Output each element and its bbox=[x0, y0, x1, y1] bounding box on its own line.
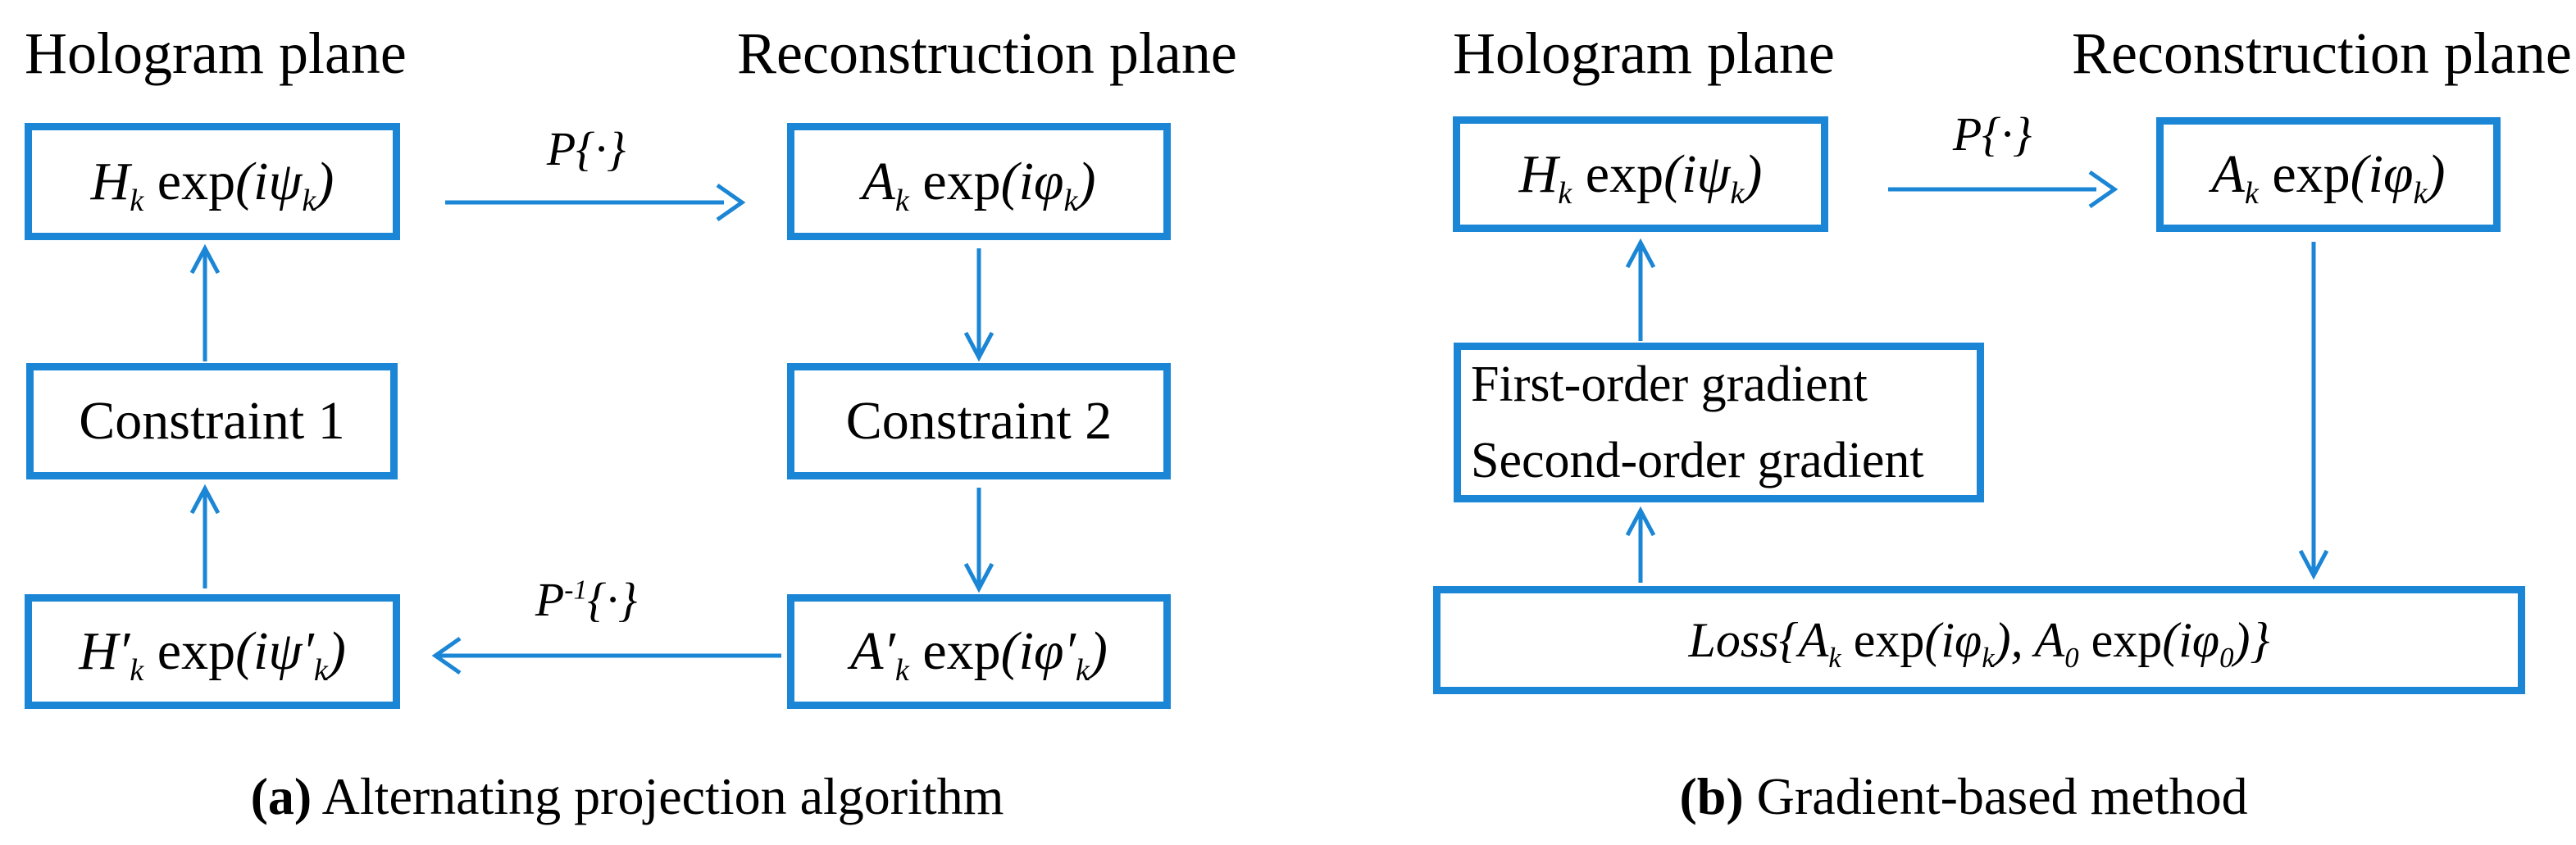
panel-a-arrow-down-constraint2-to-reconstructionprime-icon bbox=[963, 488, 994, 593]
panel-b-arrow-up-loss-to-gradient-icon bbox=[1625, 506, 1656, 583]
panel-b-arrow-down-reconstruction-to-loss-icon bbox=[2298, 242, 2329, 580]
panel-a-reconstruction-prime-box: A′k exp(iφ′k) bbox=[787, 594, 1171, 709]
panel-b-hologram-field-box: Hk exp(iψk) bbox=[1453, 116, 1828, 232]
panel-a-caption-text: Alternating projection algorithm bbox=[312, 767, 1004, 825]
panel-b-arrow-up-gradient-to-hologram-icon bbox=[1625, 238, 1656, 341]
panel-a-hologram-field-formula: Hk exp(iψk) bbox=[90, 151, 335, 218]
panel-a-constraint1-label: Constraint 1 bbox=[79, 391, 345, 451]
panel-a-caption: (a) Alternating projection algorithm bbox=[135, 766, 1119, 827]
panel-a-arrow-up-constraint1-to-hologram-icon bbox=[189, 243, 221, 361]
panel-a-inverse-propagation-label: P-1{·} bbox=[535, 573, 638, 626]
panel-a-caption-label: (a) bbox=[250, 767, 312, 825]
panel-a-reconstruction-prime-formula: A′k exp(iφ′k) bbox=[850, 621, 1108, 688]
panel-a-reconstruction-field-box: Ak exp(iφk) bbox=[787, 123, 1171, 240]
panel-b-caption-text: Gradient-based method bbox=[1743, 767, 2248, 825]
panel-a-arrow-up-hologramprime-to-constraint1-icon bbox=[189, 484, 221, 588]
panel-b-reconstruction-field-formula: Ak exp(iφk) bbox=[2211, 144, 2446, 211]
panel-b-caption: (b) Gradient-based method bbox=[1472, 766, 2455, 827]
panel-b-forward-propagation-label: P{·} bbox=[1952, 107, 2032, 161]
panel-b-hologram-plane-title: Hologram plane bbox=[1453, 20, 1835, 86]
panel-a-arrow-down-reconstruction-to-constraint2-icon bbox=[963, 248, 994, 362]
panel-a-reconstruction-field-formula: Ak exp(iφk) bbox=[862, 151, 1096, 218]
panel-b-hologram-field-formula: Hk exp(iψk) bbox=[1518, 143, 1763, 211]
panel-b-gradient-box: First-order gradient Second-order gradie… bbox=[1454, 343, 1984, 502]
panel-b-reconstruction-field-box: Ak exp(iφk) bbox=[2156, 117, 2501, 232]
panel-b-caption-label: (b) bbox=[1679, 767, 1744, 825]
panel-b-gradient-line1: First-order gradient bbox=[1471, 356, 1868, 412]
panel-a-hologram-prime-box: H′k exp(iψ′k) bbox=[25, 594, 400, 709]
panel-b-gradient-line2: Second-order gradient bbox=[1471, 432, 1924, 488]
panel-b-reconstruction-plane-title: Reconstruction plane bbox=[2072, 20, 2572, 86]
panel-a-constraint2-box: Constraint 2 bbox=[787, 363, 1171, 479]
panel-a-arrow-forward-propagation-icon bbox=[445, 183, 746, 222]
panel-a-reconstruction-plane-title: Reconstruction plane bbox=[737, 20, 1237, 86]
panel-b-loss-box: Loss{Ak exp(iφk), A0 exp(iφ0)} bbox=[1433, 586, 2525, 694]
panel-b-gradient-text: First-order gradient Second-order gradie… bbox=[1471, 347, 1924, 499]
panel-a-forward-propagation-label: P{·} bbox=[546, 122, 626, 175]
panel-a-hologram-field-box: Hk exp(iψk) bbox=[25, 123, 400, 240]
panel-a-constraint2-label: Constraint 2 bbox=[845, 391, 1113, 451]
panel-a-hologram-prime-formula: H′k exp(iψ′k) bbox=[79, 621, 346, 688]
panel-a-arrow-inverse-propagation-icon bbox=[431, 636, 781, 675]
panel-b-loss-formula: Loss{Ak exp(iφk), A0 exp(iφ0)} bbox=[1688, 612, 2270, 674]
panel-b-arrow-forward-propagation-icon bbox=[1888, 170, 2119, 209]
panel-a-constraint1-box: Constraint 1 bbox=[26, 363, 398, 479]
panel-a-hologram-plane-title: Hologram plane bbox=[25, 20, 407, 86]
